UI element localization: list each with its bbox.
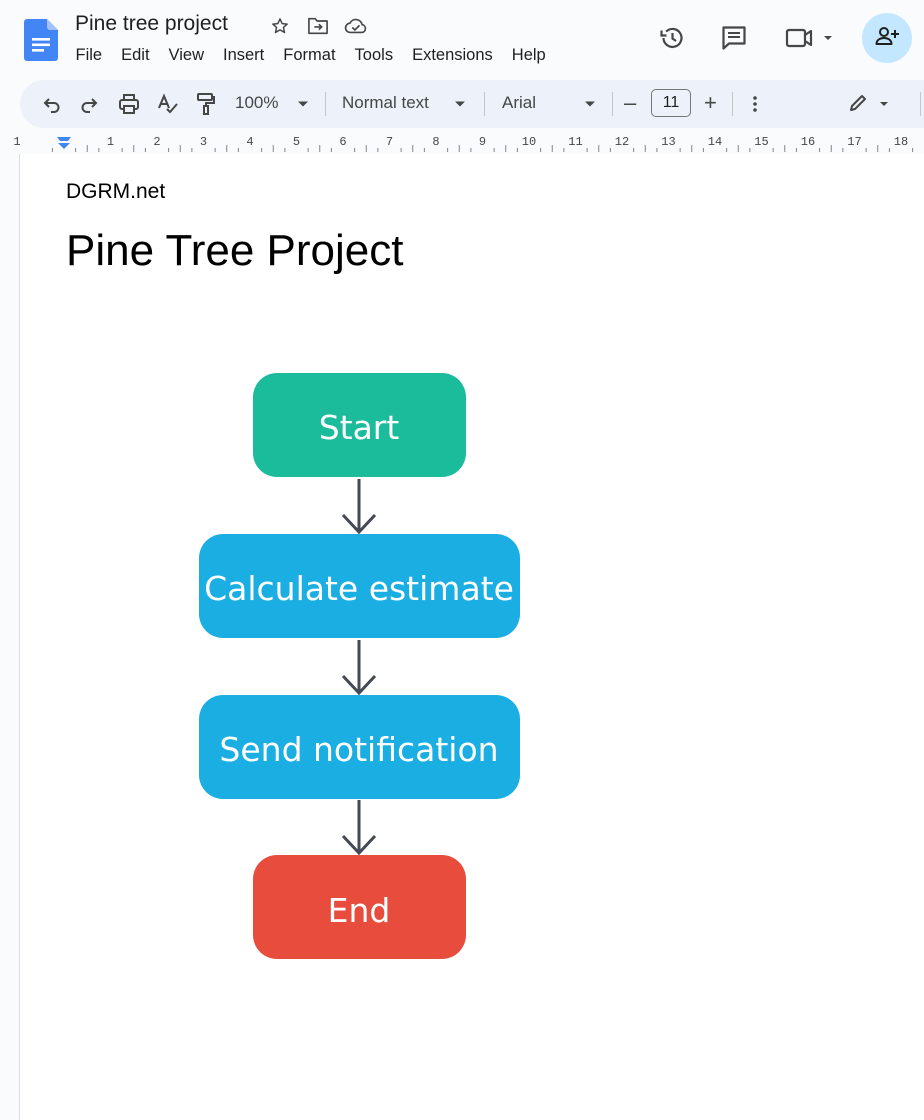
- style-dropdown-icon[interactable]: [452, 92, 468, 116]
- flow-node-label: Send notification: [219, 730, 498, 769]
- ruler-label: 17: [847, 135, 861, 149]
- toolbar-divider: [732, 92, 733, 116]
- formatting-toolbar: 100% Normal text Arial – 11 +: [20, 80, 924, 128]
- paint-format-icon[interactable]: [194, 92, 218, 116]
- menu-file[interactable]: File: [75, 46, 103, 64]
- menu-extensions[interactable]: Extensions: [412, 46, 493, 64]
- flow-connector: [341, 479, 377, 535]
- flowchart-diagram[interactable]: Start Calculate estimate Send notificati…: [20, 154, 924, 1120]
- ruler-ticks: [51, 145, 914, 152]
- font-family-select[interactable]: Arial: [502, 93, 537, 112]
- menu-tools[interactable]: Tools: [354, 46, 394, 64]
- ruler-label: 13: [661, 135, 675, 149]
- document-title[interactable]: Pine tree project: [75, 12, 228, 35]
- menu-edit[interactable]: Edit: [121, 46, 150, 64]
- toolbar-divider: [920, 92, 921, 116]
- ruler-label: 10: [522, 135, 536, 149]
- flow-connector: [341, 800, 377, 856]
- flow-connector: [341, 640, 377, 696]
- undo-icon[interactable]: [40, 92, 64, 116]
- ruler-label: 15: [754, 135, 768, 149]
- ruler-label: 18: [894, 135, 908, 149]
- flow-node-label: Start: [319, 408, 400, 447]
- ruler-label: 16: [801, 135, 815, 149]
- document-canvas: DGRM.net Pine Tree Project Start: [0, 154, 924, 1120]
- title-bar: Pine tree project File Edit View Insert …: [0, 0, 924, 78]
- flow-node-end[interactable]: End: [253, 855, 466, 959]
- first-line-indent-icon[interactable]: [58, 143, 70, 149]
- zoom-select[interactable]: 100%: [235, 93, 279, 112]
- paragraph-style-select[interactable]: Normal text: [342, 93, 429, 112]
- flow-node-calculate-estimate[interactable]: Calculate estimate: [199, 534, 520, 638]
- zoom-dropdown-icon[interactable]: [295, 92, 311, 116]
- menu-help[interactable]: Help: [511, 46, 546, 64]
- toolbar-divider: [484, 92, 485, 116]
- version-history-icon[interactable]: [656, 22, 688, 54]
- flow-node-label: Calculate estimate: [204, 569, 514, 608]
- editing-mode-pencil-icon[interactable]: [846, 92, 894, 116]
- share-button[interactable]: [862, 13, 912, 63]
- ruler-label: 1: [13, 135, 20, 149]
- increase-font-size-button[interactable]: +: [704, 90, 717, 115]
- meet-video-icon[interactable]: [783, 22, 837, 54]
- document-page[interactable]: DGRM.net Pine Tree Project Start: [19, 154, 924, 1120]
- ruler-label: 9: [479, 135, 486, 149]
- google-docs-icon[interactable]: [24, 19, 58, 61]
- spellcheck-icon[interactable]: [156, 92, 180, 116]
- menu-format[interactable]: Format: [283, 46, 336, 64]
- ruler-label: 5: [293, 135, 300, 149]
- title-icon-group: [268, 14, 368, 38]
- menu-insert[interactable]: Insert: [223, 46, 265, 64]
- document-heading: Pine Tree Project: [66, 226, 404, 275]
- more-vert-icon[interactable]: [746, 92, 764, 116]
- ruler-label: 12: [615, 135, 629, 149]
- flow-node-label: End: [328, 891, 391, 930]
- redo-icon[interactable]: [77, 92, 101, 116]
- ruler-label: 8: [432, 135, 439, 149]
- decrease-font-size-button[interactable]: –: [624, 90, 637, 115]
- document-subtitle: DGRM.net: [66, 180, 166, 203]
- font-dropdown-icon[interactable]: [582, 92, 598, 116]
- cloud-saved-icon[interactable]: [344, 14, 368, 38]
- print-icon[interactable]: [117, 92, 141, 116]
- menu-bar: File Edit View Insert Format Tools Exten…: [66, 44, 555, 67]
- star-icon[interactable]: [268, 14, 292, 38]
- ruler-label: 1: [107, 135, 114, 149]
- ruler-label: 7: [386, 135, 393, 149]
- menu-view[interactable]: View: [168, 46, 204, 64]
- ruler-label: 3: [200, 135, 207, 149]
- font-size-input[interactable]: 11: [651, 89, 691, 117]
- share-add-person-icon: [874, 24, 900, 53]
- flow-node-start[interactable]: Start: [253, 373, 466, 477]
- toolbar-divider: [612, 92, 613, 116]
- ruler-label: 14: [708, 135, 722, 149]
- ruler-label: 2: [153, 135, 160, 149]
- ruler-label: 4: [246, 135, 253, 149]
- ruler-label: 11: [568, 135, 582, 149]
- indent-marker-icon[interactable]: [57, 137, 71, 141]
- move-to-folder-icon[interactable]: [306, 14, 330, 38]
- comments-icon[interactable]: [718, 22, 750, 54]
- flow-node-send-notification[interactable]: Send notification: [199, 695, 520, 799]
- toolbar-divider: [325, 92, 326, 116]
- ruler-label: 6: [339, 135, 346, 149]
